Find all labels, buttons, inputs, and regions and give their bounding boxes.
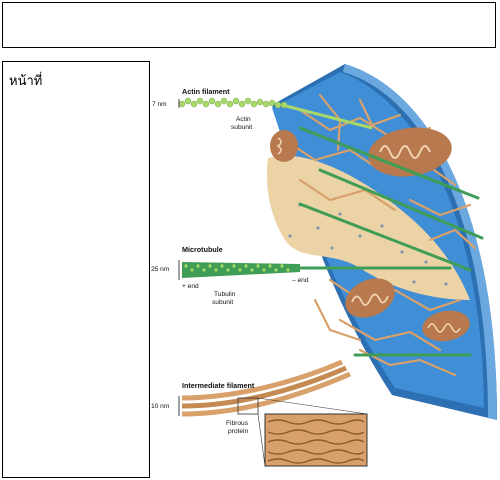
zoom-line: [257, 413, 266, 467]
page-label: หน้าที่: [9, 73, 43, 88]
actin-subunit-line1: Actin: [236, 116, 251, 123]
zoom-line: [257, 397, 368, 415]
actin-size: 7 nm: [152, 101, 167, 108]
microtubule: [182, 262, 408, 278]
microtubule-size: 25 nm: [151, 266, 170, 273]
actin-filament: [178, 97, 288, 109]
microtubule-plus-end: + end: [182, 283, 199, 290]
actin-into-cell: [285, 104, 373, 130]
nucleus-dots: [288, 203, 448, 286]
fibrous-strands: [267, 419, 365, 464]
intermediate-title: Intermediate filament: [182, 381, 255, 390]
microtubule-title: Microtubule: [182, 245, 223, 254]
tubulin-subunit-line2: subunit: [212, 299, 233, 306]
actin-title: Actin filament: [182, 87, 230, 96]
fibrous-protein-line2: protein: [228, 428, 248, 435]
zoom-source-box: [237, 397, 259, 415]
left-panel: หน้าที่: [2, 61, 150, 478]
intermediate-filament: [181, 359, 352, 417]
header-box: [2, 2, 496, 48]
intermediate-size: 10 nm: [151, 403, 170, 410]
tubulin-subunit-line1: Tubulin: [214, 291, 236, 298]
actin-subunit-line2: subunit: [231, 124, 252, 131]
fibrous-protein-line1: Fibrous: [226, 420, 249, 427]
microtubule-minus-end: – end: [292, 277, 309, 284]
cytoskeleton-figure: Actin filament 7 nm Actin subunit Microt…: [151, 64, 497, 467]
